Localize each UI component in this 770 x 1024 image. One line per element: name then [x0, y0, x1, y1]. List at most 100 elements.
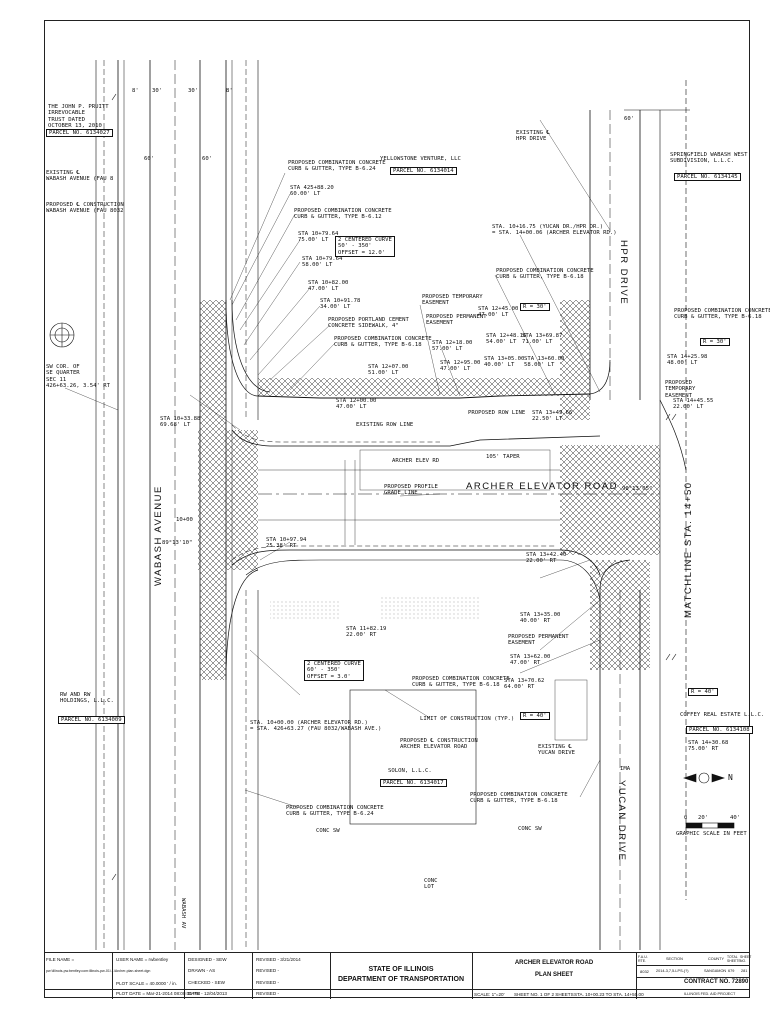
label-sta-1445: STA 14+45.55 22.00' LT	[673, 398, 714, 411]
label-existing-cl-hpr: EXISTING ℄ HPR DRIVE	[516, 130, 550, 143]
label-coffey-parcel: PARCEL NO. 6134108	[686, 726, 753, 735]
label-taper: 105' TAPER	[486, 454, 520, 460]
tb-county-label: COUNTY	[708, 957, 725, 961]
label-curve-bottom: 2 CENTERED CURVE 60' - 350' OFFSET = 3.0…	[304, 660, 364, 682]
label-rw-holdings: RW AND RW HOLDINGS, L.L.C.	[60, 692, 114, 705]
tb-total-sheets: 679	[728, 969, 735, 973]
tb-date: DATE - 12/04/2013	[188, 991, 227, 996]
label-sta-1082: STA 10+82.00 47.00' LT	[308, 280, 349, 293]
title-block: FILE NAME = pw:\illinois-pw.bentley.com:…	[44, 952, 751, 999]
label-proposed-cl-archer: PROPOSED ℄ CONSTRUCTION ARCHER ELEVATOR …	[400, 738, 478, 751]
label-hpr-drive: HPR DRIVE	[618, 240, 629, 306]
tb-fau-rte: 8032	[640, 969, 649, 974]
curb-returns	[225, 299, 687, 681]
label-curb-2: PROPOSED COMBINATION CONCRETE CURB & GUT…	[294, 208, 392, 221]
row-ticks	[111, 93, 677, 881]
label-sta-1079-b: STA 10+79.64 58.00' LT	[302, 256, 343, 269]
label-angle-left: 89°13'10"	[162, 540, 193, 546]
label-perm-easement: PROPOSED PERMANENT EASEMENT	[426, 314, 487, 327]
label-scale-20: 20'	[698, 815, 709, 821]
label-sta-1335: STA 13+35.00 40.00' RT	[520, 612, 561, 625]
tb-file-name: pw:\illinois-pw.bentley.com:illinois-pw-…	[46, 969, 151, 973]
label-sta-1342: STA 13+42.40 22.00' RT	[526, 552, 567, 565]
label-sta-1033: STA 10+33.88 69.68' LT	[160, 416, 201, 429]
label-yellowstone: YELLOWSTONE VENTURE, LLC	[380, 156, 461, 162]
label-wabash-sta: STA. 10+00.00 (ARCHER ELEVATOR RD.) = ST…	[250, 720, 382, 733]
label-dim-60a: 60'	[144, 156, 155, 162]
label-r30-top: R = 30'	[520, 303, 550, 312]
label-existing-cl-yucan: EXISTING ℄ YUCAN DRIVE	[538, 744, 576, 757]
label-scale-0: 0	[684, 815, 688, 821]
label-curb-1: PROPOSED COMBINATION CONCRETE CURB & GUT…	[288, 160, 386, 173]
label-wabash-low: WABASH AV	[180, 898, 186, 929]
label-temp-easement: PROPOSED TEMPORARY EASEMENT	[422, 294, 483, 307]
label-archer-road: ARCHER ELEVATOR ROAD	[466, 481, 618, 492]
archer-elevator-road	[231, 393, 660, 601]
label-existing-cl-wabash: EXISTING ℄ WABASH AVENUE (FAU 8	[46, 170, 114, 183]
label-r40-mid: R = 40'	[520, 712, 550, 721]
label-curb-6: PROPOSED COMBINATION CONCRETE CURB & GUT…	[412, 676, 510, 689]
tb-section-label: SECTION	[666, 957, 683, 961]
tb-fau-rte-label: F.A.U. RTE.	[638, 955, 648, 963]
tb-user-name: USER NAME = rwbentley	[116, 957, 169, 962]
label-sta-1200: STA 12+00.00 47.00' LT	[336, 398, 377, 411]
label-springfield-parcel: PARCEL NO. 6134145	[674, 173, 741, 182]
tb-sheet-no: SHEET NO. 1 OF 2 SHEETS	[514, 992, 574, 997]
label-pruitt: THE JOHN P. PRUITT IRREVOCABLE TRUST DAT…	[48, 104, 109, 130]
label-wabash: WABASH AVENUE	[153, 485, 164, 586]
label-conc-sw-1: CONC SW	[316, 828, 340, 834]
building-archer-north	[359, 449, 551, 491]
survey-monument-symbol	[49, 322, 75, 348]
label-sta-1430: STA 14+30.68 75.00' RT	[688, 740, 729, 753]
hatch-north-strip	[258, 378, 578, 396]
label-sta-1305: STA 13+05.00 40.00' LT	[484, 356, 525, 369]
tb-total-sheets-label: TOTAL SHEETS	[727, 955, 741, 963]
tb-state: STATE OF ILLINOIS	[368, 966, 434, 973]
hatch-wabash-center	[198, 430, 258, 570]
tb-revised-4: REVISED -	[256, 991, 279, 996]
label-sta-1218: STA 12+18.00 57.00' LT	[432, 340, 473, 353]
tb-sheet-title: PLAN SHEET	[534, 972, 573, 978]
label-existing-row: EXISTING ROW LINE	[356, 422, 414, 428]
tb-checked: CHECKED - SEW	[188, 980, 226, 985]
label-sta-1097: STA 10+97.94 25.38' RT	[266, 537, 307, 550]
label-dim-8b: 8'	[226, 88, 233, 94]
grass-area	[380, 596, 480, 620]
tb-sta-range: STA. 10+00.23 TO STA. 14+50.00	[574, 992, 644, 997]
label-perm-easement-2: PROPOSED PERMANENT EASEMENT	[508, 634, 569, 647]
label-sta-10: 10+00	[176, 517, 193, 523]
tb-section: 2014-3,7,5-LPS-(?)	[656, 969, 689, 973]
tb-scale: SCALE: 1"=20'	[474, 992, 505, 997]
tb-plot-date: PLOT DATE = Mar-21-2014 08:00:00 PM	[116, 991, 200, 996]
label-angle: 90°13'05"	[622, 486, 653, 492]
grass-area-2	[270, 600, 340, 620]
label-sta-1207: STA 12+07.00 51.00' LT	[368, 364, 409, 377]
leader-lines	[64, 119, 611, 809]
label-dim-8: 8'	[132, 88, 139, 94]
label-dim-60b: 60'	[202, 156, 213, 162]
label-sta-425: STA 425+88.20 60.00' LT	[290, 185, 334, 198]
tb-contract: CONTRACT NO. 72890	[684, 979, 749, 985]
label-yucan: YUCAN DRIVE	[616, 780, 627, 862]
hatch-east-north	[560, 300, 590, 420]
label-dim-60c: 60'	[624, 116, 635, 122]
tb-revised-3: REVISED -	[256, 980, 279, 985]
tb-project-title: ARCHER ELEVATOR ROAD	[514, 960, 594, 966]
label-conc-sw-2: CONC SW	[518, 826, 542, 832]
label-sta-1091: STA 10+91.78 34.00' LT	[320, 298, 361, 311]
tb-file-name-label: FILE NAME =	[46, 957, 75, 962]
tb-drawn: DRAWN - AS	[188, 968, 216, 973]
label-sta-1245: STA 12+45.00 47.00' LT	[478, 306, 519, 319]
hatch-wabash-south	[200, 570, 226, 680]
tb-revised-1: REVISED - 3/21/2014	[256, 957, 301, 962]
label-r40-right: R = 40'	[688, 688, 718, 697]
building-south	[554, 679, 588, 741]
label-sta-1295: STA 12+95.00 47.00' LT	[440, 360, 481, 373]
label-sta-1425: STA 14+25.98 48.00' LT	[667, 354, 708, 367]
label-sta-1248: STA 12+48.16 54.00' LT	[486, 333, 527, 346]
label-curb-3: PROPOSED COMBINATION CONCRETE CURB & GUT…	[334, 336, 432, 349]
label-springfield: SPRINGFIELD WABASH WEST SUBDIVISION, L.L…	[670, 152, 748, 165]
label-curb-4: PROPOSED COMBINATION CONCRETE CURB & GUT…	[496, 268, 594, 281]
label-solon: SOLON, L.L.C.	[388, 768, 432, 774]
label-proposed-cl-wabash: PROPOSED ℄ CONSTRUCTION WABASH AVENUE (F…	[46, 202, 124, 215]
